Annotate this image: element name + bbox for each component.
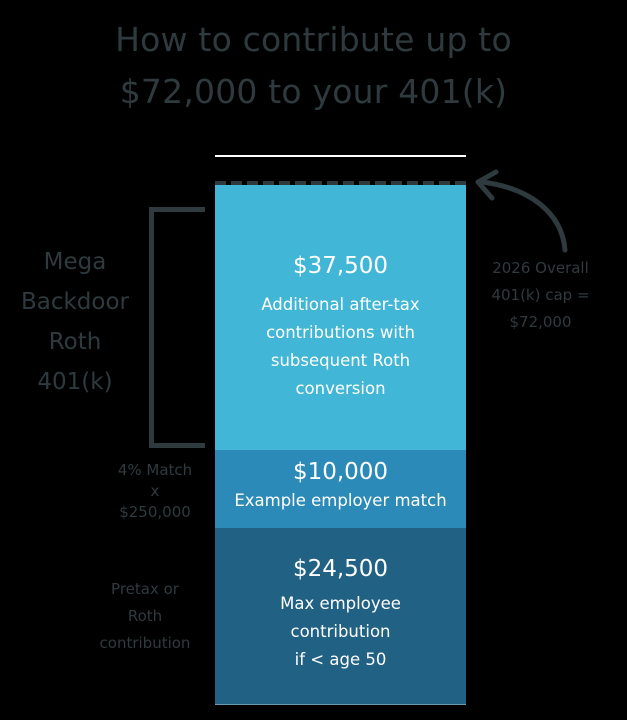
desc-line: Max employee [280, 594, 401, 613]
segment-description: Example employer match [234, 491, 447, 510]
label-line: 2026 Overall [492, 259, 589, 277]
label-line: $250,000 [119, 503, 191, 521]
label-line: Pretax or [111, 580, 179, 598]
segment-description: Additional after-tax contributions with … [215, 291, 466, 403]
segment-description: Max employee contribution if < age 50 [215, 590, 466, 674]
label-line: Backdoor [20, 289, 130, 315]
segment-amount: $10,000 [292, 459, 389, 485]
chart-title: How to contribute up to $72,000 to your … [0, 14, 627, 118]
pretax-label: Pretax or Roth contribution [80, 576, 210, 657]
label-line: Roth [127, 607, 163, 625]
curved-arrow-icon [475, 169, 568, 253]
match-label: 4% Match x $250,000 [95, 460, 215, 523]
desc-line: if < age 50 [294, 650, 387, 669]
segment-after-tax: $37,500 Additional after-tax contributio… [215, 185, 466, 450]
label-line: contribution [99, 634, 191, 652]
bracket-icon [149, 207, 205, 448]
segment-amount: $37,500 [292, 253, 389, 279]
title-line-2: $72,000 to your 401(k) [119, 72, 508, 111]
desc-line: Additional after-tax [261, 295, 420, 314]
desc-line: contributions with [266, 323, 415, 342]
title-line-1: How to contribute up to [115, 20, 512, 59]
label-line: Roth [48, 329, 102, 355]
label-line: Mega [43, 249, 107, 275]
mega-backdoor-label: Mega Backdoor Roth 401(k) [10, 242, 140, 402]
segment-amount: $24,500 [292, 556, 389, 582]
label-line: 401(k) cap = [491, 286, 590, 304]
label-line: x [150, 482, 160, 500]
cap-dashed-line [215, 181, 466, 185]
desc-line: conversion [295, 379, 386, 398]
label-line: $72,000 [509, 313, 572, 331]
segment-employer-match: $10,000 Example employer match [215, 450, 466, 528]
segment-employee-contribution: $24,500 Max employee contribution if < a… [215, 528, 466, 705]
desc-line: subsequent Roth [270, 351, 411, 370]
top-reference-line [215, 155, 466, 157]
label-line: 4% Match [117, 461, 193, 479]
label-line: 401(k) [37, 369, 113, 395]
desc-line: contribution [290, 622, 391, 641]
cap-annotation: 2026 Overall 401(k) cap = $72,000 [468, 255, 613, 336]
